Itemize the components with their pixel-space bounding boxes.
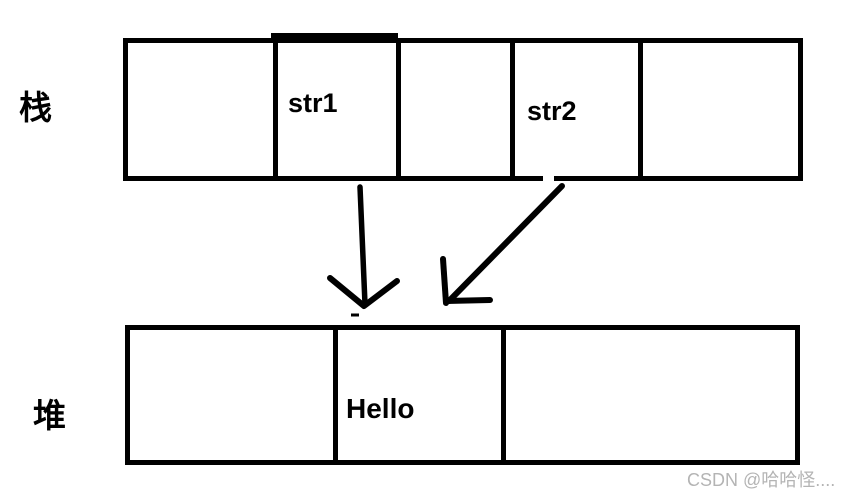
stack-cell-divider: [638, 43, 643, 176]
heap-cell-divider: [333, 330, 338, 460]
csdn-watermark: CSDN @哈哈怪....: [687, 470, 836, 490]
stack-cell-divider: [396, 43, 401, 176]
str2-to-heap-arrow: [440, 183, 565, 306]
stack-cell-divider: [510, 43, 515, 176]
heap-label: 堆: [33, 397, 66, 434]
heap-cell-divider: [501, 330, 506, 460]
hand-drawn-stroke: [271, 33, 398, 40]
stack-label: 栈: [19, 89, 52, 126]
heap-box: [125, 325, 800, 465]
stack-box: [123, 38, 803, 181]
heap-cell-hello: Hello: [346, 393, 415, 424]
str1-to-heap-arrow: [327, 184, 400, 309]
border-gap: [543, 175, 554, 182]
stack-cell-str2: str2: [527, 96, 577, 126]
stack-cell-str1: str1: [288, 88, 338, 118]
stack-cell-divider: [273, 43, 278, 176]
